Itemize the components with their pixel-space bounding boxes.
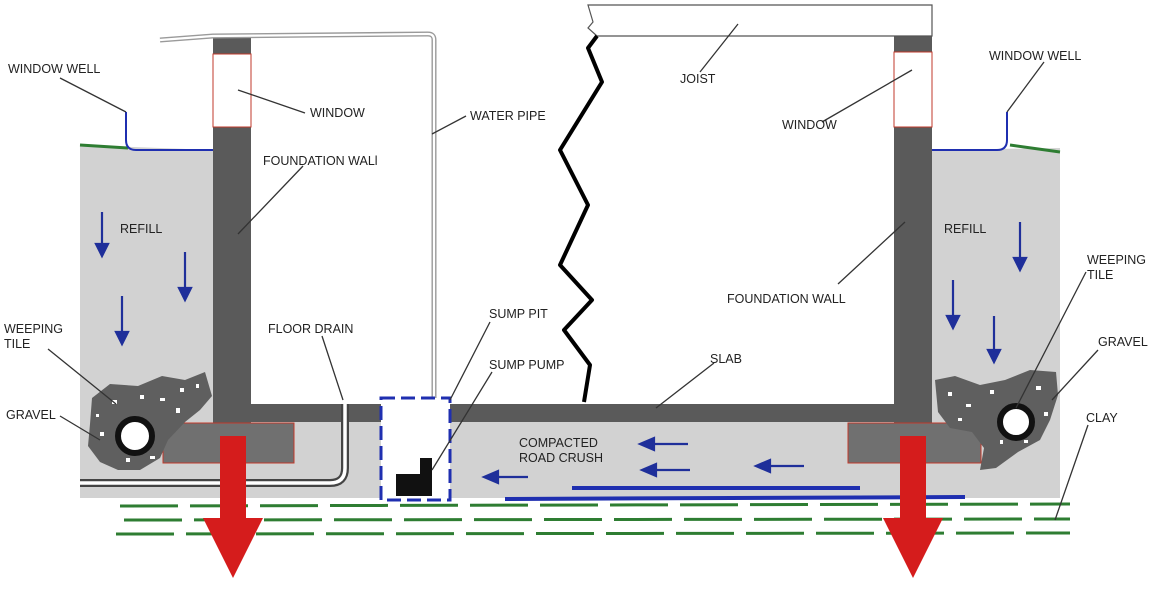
foundation-wall-left-top: [213, 36, 251, 54]
slab-left: [251, 404, 381, 422]
label-weeping-tile-right-2: TILE: [1087, 268, 1113, 282]
label-clay: CLAY: [1086, 411, 1118, 425]
joist: [587, 4, 933, 37]
label-weeping-tile-right-1: WEEPING: [1087, 253, 1146, 267]
label-window-right: WINDOW: [782, 118, 837, 132]
label-weeping-tile-left-1: WEEPING: [4, 322, 63, 336]
window-left: [212, 53, 252, 128]
label-gravel-left: GRAVEL: [6, 408, 56, 422]
settlement-arrow-left: [203, 436, 263, 578]
window-well-right: [932, 112, 1008, 151]
crack: [558, 34, 604, 403]
label-foundation-wall-left: FOUNDATION WALl: [263, 154, 378, 168]
sump-pump: [396, 474, 432, 496]
grade-line-left: [79, 143, 129, 150]
label-sump-pump: SUMP PUMP: [489, 358, 564, 372]
settlement-arrow-right: [883, 436, 943, 578]
label-slab: SLAB: [710, 352, 742, 366]
foundation-wall-right-top: [894, 36, 932, 52]
label-window-well-right: WINDOW WELL: [989, 49, 1081, 63]
label-floor-drain: FLOOR DRAIN: [268, 322, 353, 336]
water-pipe-core: [159, 32, 436, 470]
label-foundation-wall-right: FOUNDATION WALL: [727, 292, 846, 306]
label-compacted-2: ROAD CRUSH: [519, 451, 603, 465]
window-right: [893, 51, 933, 128]
gravel-right-specks: [948, 386, 1048, 444]
weeping-tile-left: [115, 416, 155, 456]
drain-flow-line-2: [504, 495, 966, 501]
gravel-right: [935, 370, 1058, 470]
label-water-pipe: WATER PIPE: [470, 109, 546, 123]
grade-line-right: [1009, 143, 1061, 154]
weeping-tile-right: [997, 403, 1035, 441]
label-refill-left: REFILL: [120, 222, 162, 236]
label-refill-right: REFILL: [944, 222, 986, 236]
label-sump-pit: SUMP PIT: [489, 307, 548, 321]
label-compacted-1: COMPACTED: [519, 436, 598, 450]
label-joist: JOIST: [680, 72, 716, 86]
flow-arrows: [94, 212, 1028, 485]
label-window-left: WINDOW: [310, 106, 365, 120]
leader-lines: [47, 23, 1099, 521]
sump-pump-top: [420, 458, 432, 476]
window-well-left: [125, 112, 213, 151]
label-window-well-left: WINDOW WELL: [8, 62, 100, 76]
label-gravel-right: GRAVEL: [1098, 335, 1148, 349]
label-weeping-tile-left-2: TILE: [4, 337, 30, 351]
foundation-wall-right: [894, 127, 932, 423]
foundation-wall-left: [213, 127, 251, 423]
slab-right: [450, 404, 894, 422]
floor-drain-pipe-core: [80, 404, 347, 485]
